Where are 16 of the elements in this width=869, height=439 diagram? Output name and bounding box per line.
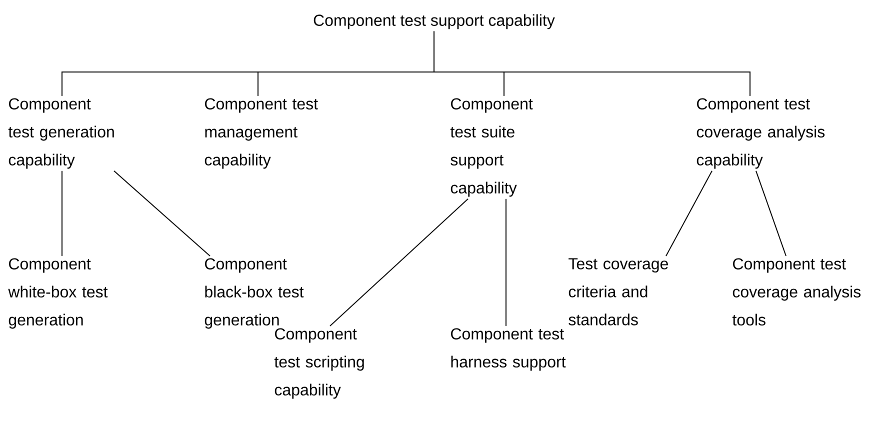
node-label: Component test management capability	[204, 98, 318, 169]
node-label: Component test harness support	[451, 328, 566, 371]
node-label: Component test generation capability	[8, 98, 114, 169]
connector-line	[330, 198, 468, 326]
node-label: Component test support capability	[314, 14, 555, 30]
connector-line	[756, 170, 786, 256]
node-label: Component test coverage analysis capability	[696, 98, 825, 169]
node-label: Component black-box test generation	[204, 258, 304, 329]
connector-line	[114, 170, 210, 256]
connector-line	[434, 30, 750, 96]
node-label: Test coverage criteria and standards	[568, 258, 668, 326]
connector-line	[666, 170, 712, 256]
node-label: Component white-box test generation	[8, 258, 108, 329]
node-label: Component test coverage analysis tools	[732, 258, 861, 326]
node-label: Component test scripting capability	[274, 328, 364, 399]
node-label: Component test suite support capability	[450, 98, 533, 197]
